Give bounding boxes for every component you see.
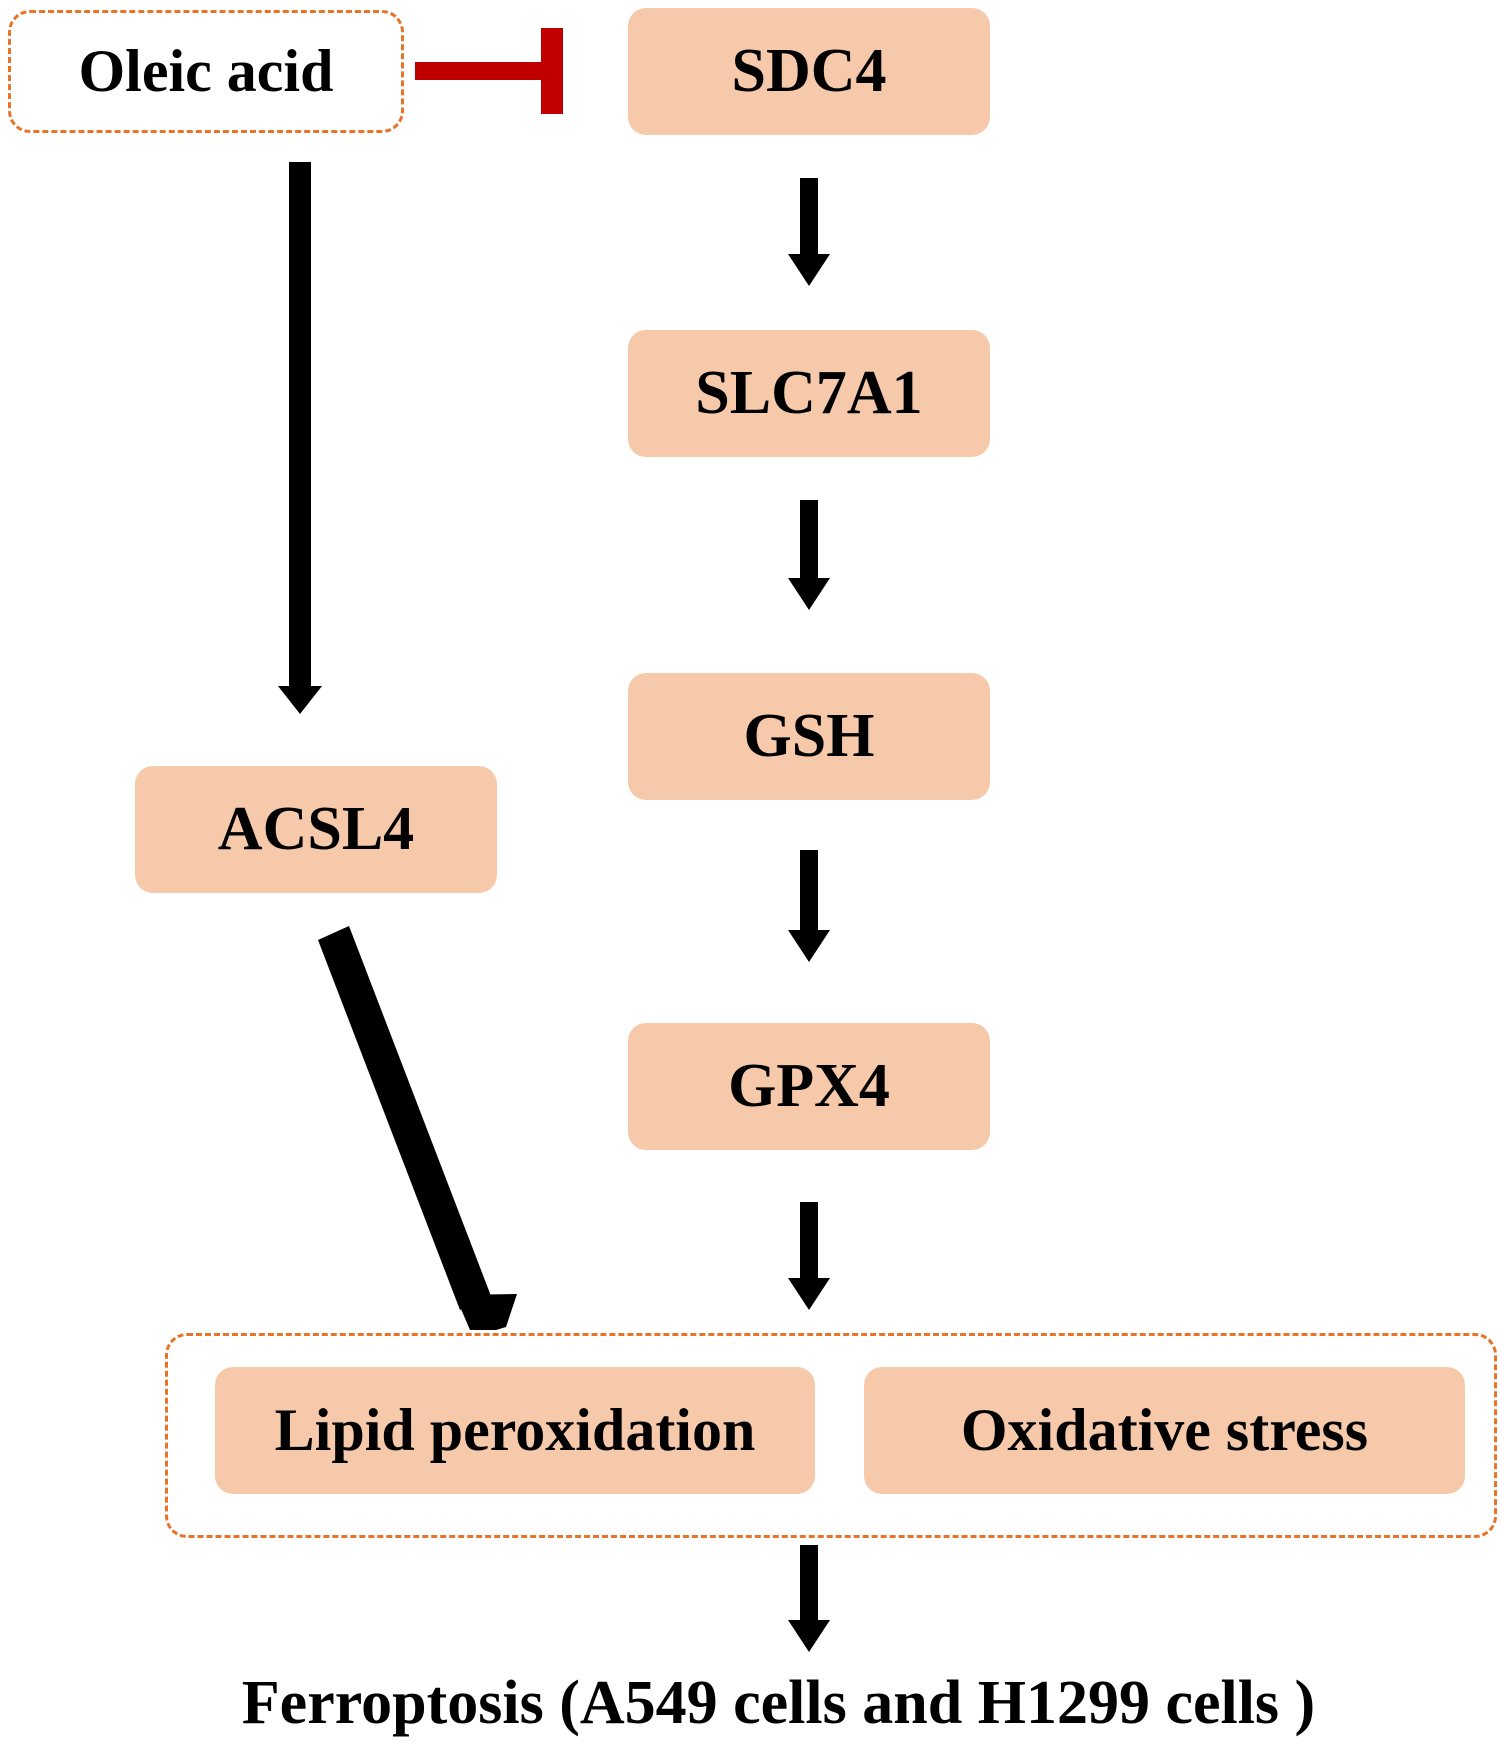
arrow-head <box>788 578 830 610</box>
inhibition-line <box>415 62 550 80</box>
node-slc7a1-label: SLC7A1 <box>695 359 923 427</box>
node-slc7a1: SLC7A1 <box>628 330 990 457</box>
arrow-head <box>788 254 830 286</box>
node-oxidative-stress-label: Oxidative stress <box>960 1397 1369 1463</box>
node-acsl4-label: ACSL4 <box>217 795 415 863</box>
arrow-head <box>788 1278 830 1310</box>
edge-gpx4-to-outcome <box>788 1202 830 1310</box>
outcome-group <box>165 1333 1497 1538</box>
node-oxidative-stress: Oxidative stress <box>864 1367 1465 1494</box>
inhibition-bar <box>541 28 563 114</box>
node-sdc4-label: SDC4 <box>731 37 887 105</box>
edge-outcome-to-ferroptosis <box>788 1545 830 1652</box>
arrow-shaft <box>318 926 491 1310</box>
edge-gsh-to-gpx4 <box>788 850 830 962</box>
ferroptosis-label: Ferroptosis (A549 cells and H1299 cells … <box>241 1669 1316 1737</box>
node-gpx4-label: GPX4 <box>728 1052 890 1120</box>
arrow-head <box>278 686 322 714</box>
node-acsl4: ACSL4 <box>135 766 497 893</box>
arrow-head <box>788 930 830 962</box>
node-oleic-acid: Oleic acid <box>8 10 404 133</box>
arrow-shaft <box>800 1202 818 1282</box>
arrow-shaft <box>800 500 818 582</box>
edge-slc7a1-to-gsh <box>788 500 830 610</box>
arrow-shaft <box>800 850 818 934</box>
edge-oleic-acid-inhibits-sdc4 <box>415 28 563 114</box>
node-gsh: GSH <box>628 673 990 800</box>
arrow-head <box>455 1294 517 1330</box>
arrow-shaft <box>800 178 818 258</box>
edge-acsl4-to-lipid-peroxidation <box>318 926 517 1330</box>
node-lipid-peroxidation: Lipid peroxidation <box>215 1367 815 1494</box>
arrow-shaft <box>289 162 311 690</box>
node-gsh-label: GSH <box>743 702 875 770</box>
edge-oleic-acid-to-acsl4 <box>278 162 322 714</box>
node-oleic-acid-label: Oleic acid <box>78 38 334 104</box>
edge-sdc4-to-slc7a1 <box>788 178 830 286</box>
arrow-head <box>788 1620 830 1652</box>
node-lipid-peroxidation-label: Lipid peroxidation <box>274 1397 756 1463</box>
arrow-shaft <box>800 1545 818 1625</box>
node-sdc4: SDC4 <box>628 8 990 135</box>
node-gpx4: GPX4 <box>628 1023 990 1150</box>
